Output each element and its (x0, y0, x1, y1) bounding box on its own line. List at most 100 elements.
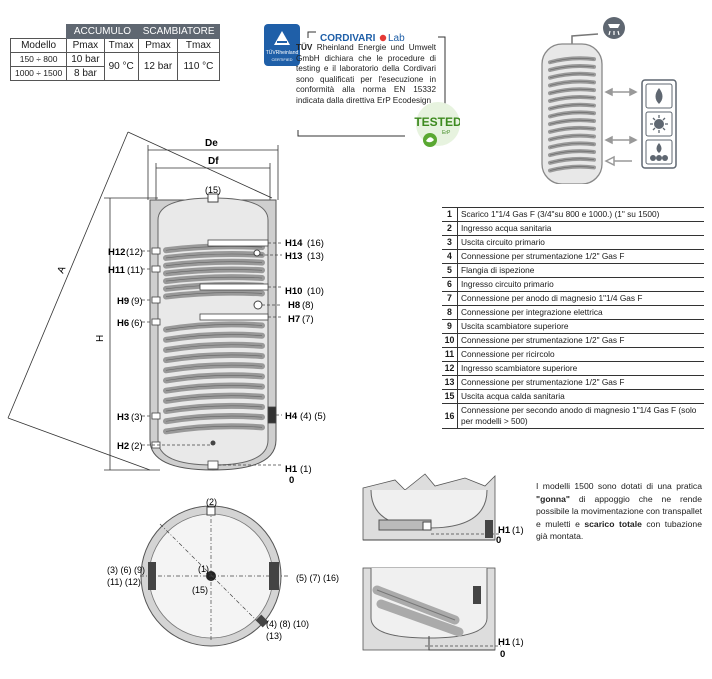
plan-left-connectors (148, 562, 156, 590)
note-bold-1: "gonna" (536, 493, 570, 504)
left-connections (151, 247, 161, 449)
legend-number: 11 (442, 347, 458, 362)
connection-15 (207, 193, 219, 203)
cordivari-lab-brand: CORDIVARI (320, 33, 376, 44)
legend-description: Connessione per anodo di magnesio 1"1/4 … (457, 291, 704, 306)
detail-b-h1: H1 (498, 637, 511, 648)
label-h7: H7 (288, 314, 300, 325)
note-bold-2: scarico totale (584, 518, 642, 529)
coil-turn-outline (549, 58, 595, 63)
label-n11: (11) (127, 265, 143, 276)
coil-turn-outline (165, 344, 263, 351)
coil-turn-outline (165, 261, 263, 266)
legend-description: Connessione per integrazione elettrica (457, 305, 704, 320)
coil-turn-outline (165, 246, 263, 251)
label-h12: H12 (108, 247, 125, 258)
detail-a-n1: (1) (512, 525, 524, 536)
dim-de-label: De (205, 138, 218, 149)
legend-number: 10 (442, 333, 458, 348)
model-1500-note: I modelli 1500 sono dotati di una pratic… (536, 480, 702, 543)
dim-df-label: Df (208, 156, 219, 167)
detail-a-h1: H1 (498, 525, 511, 536)
coil-turn-outline (549, 112, 595, 117)
schematic-coil (548, 56, 596, 173)
upper-heat-exchanger-coil (163, 243, 265, 300)
label-n10: (10) (307, 286, 324, 297)
coil-turn-outline (165, 253, 263, 259)
legend-number: 6 (442, 277, 458, 292)
tested-sub: ErP (442, 130, 451, 136)
legend-description: Connessione per ricircolo (457, 347, 704, 362)
legend-description: Uscita circuito primario (457, 235, 704, 250)
left-labels: H12 (12) H11 (11) H9 (9) H6 (6) H3 (3) H… (108, 247, 143, 452)
label-h4: H4 (285, 411, 298, 422)
legend-number: 2 (442, 221, 458, 236)
coil-turn-outline (549, 135, 595, 140)
dimension-a (7, 131, 273, 471)
legend-number: 3 (442, 235, 458, 250)
label-n7: (7) (302, 314, 314, 325)
legend-description: Connessione per strumentazione 1/2" Gas … (457, 375, 704, 390)
label-h10: H10 (285, 286, 302, 297)
plan-label-bottom1: (4) (8) (10) (266, 619, 309, 629)
coil-turn-outline (549, 73, 595, 79)
legend-description: Connessione per secondo anodo di magnesi… (457, 403, 704, 429)
schematic-arrows (604, 87, 638, 167)
coil-turn-outline (165, 269, 263, 274)
h8-heater-connection (253, 300, 263, 310)
label-h14: H14 (285, 238, 303, 249)
label-c15: (15) (205, 185, 221, 195)
legend-description: Ingresso acqua sanitaria (457, 221, 704, 236)
tuv-badge-sub: CERTIFIED (271, 57, 292, 62)
legend-description: Scarico 1"1/4 Gas F (3/4"su 800 e 1000.)… (457, 207, 704, 222)
label-n8: (8) (302, 300, 314, 311)
label-h9: H9 (117, 296, 129, 307)
plan-right-connectors (269, 562, 279, 590)
coil-turn-outline (165, 276, 263, 282)
label-h3: H3 (117, 412, 129, 423)
detail-skirt-view (362, 473, 499, 541)
coil-turn-outline (165, 292, 263, 297)
legend-description: Connessione per strumentazione 1/2" Gas … (457, 333, 704, 348)
h2-inlet-marker (210, 440, 216, 446)
coil-turn-outline (165, 425, 263, 432)
label-h11: H11 (108, 265, 126, 276)
tuv-logo: TÜVRheinland CERTIFIED (264, 24, 300, 66)
legend-number: 5 (442, 263, 458, 278)
sc-tmax-value: 110 °C (177, 52, 220, 81)
legend-description: Ingresso circuito primario (457, 277, 704, 292)
coil-turn-outline (549, 81, 595, 86)
coil-turn-outline (549, 158, 595, 164)
legend-description: Flangia di ispezione (457, 263, 704, 278)
plan-label-left2: (11) (12) (107, 577, 141, 587)
label-n16: (16) (307, 238, 324, 249)
schematic-tank (541, 17, 677, 184)
detail-b-zero: 0 (500, 649, 505, 660)
coil-turn-outline (549, 96, 595, 102)
tuv-badge-text: TÜVRheinland (266, 49, 299, 56)
label-n3: (3) (131, 412, 143, 423)
legend-number: 15 (442, 389, 458, 404)
coil-turn-outline (549, 143, 595, 148)
dimension-de-df (147, 145, 279, 200)
label-n13: (13) (307, 251, 324, 262)
label-n45: (4) (5) (300, 411, 326, 422)
tested-erp-badge: TESTED ErP (414, 102, 460, 147)
label-h8: H8 (288, 300, 300, 311)
plan-labels: (2) (3) (6) (9) (11) (12) (1) (15) (5) (… (107, 497, 339, 641)
coil-turn-outline (165, 354, 263, 361)
right-labels: H14 (16) H13 (13) H10 (10) H8 (8) H7 (7)… (285, 238, 326, 486)
legend-number: 13 (442, 375, 458, 390)
label-h2: H2 (117, 441, 129, 452)
legend-description: Connessione per strumentazione 1/2" Gas … (457, 249, 704, 264)
detail-a-zero: 0 (496, 535, 501, 546)
